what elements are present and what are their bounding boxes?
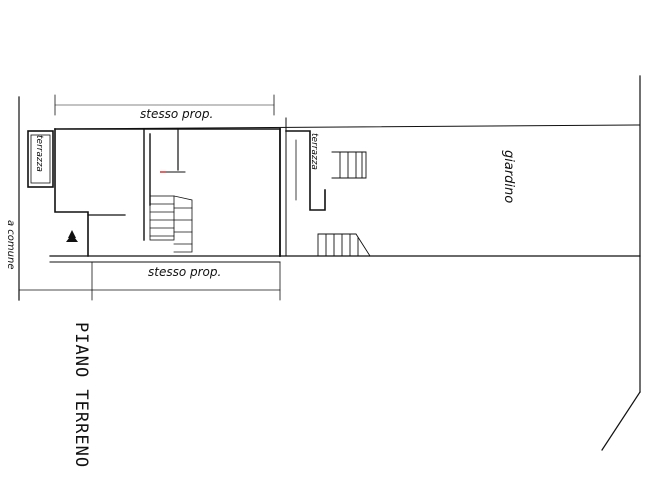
label-top-neighbor: stesso prop. xyxy=(140,107,213,121)
label-terrace-right: terrazza xyxy=(309,133,319,170)
label-common-area: a comune xyxy=(5,220,16,270)
staircase-main xyxy=(149,195,193,253)
plan-linework xyxy=(18,75,641,451)
floor-title: PIANO TERRENO xyxy=(71,322,91,468)
label-bottom-neighbor: stesso prop. xyxy=(148,265,221,279)
staircase-lower-right xyxy=(317,233,371,257)
staircase-upper-right xyxy=(331,151,367,179)
label-terrace-left: terrazza xyxy=(34,135,44,172)
label-garden: giardino xyxy=(501,150,516,203)
plant-icon xyxy=(66,230,78,242)
